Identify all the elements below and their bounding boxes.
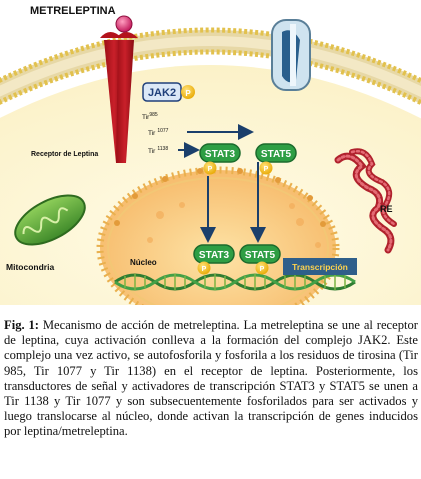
stat3-label-nucleus: STAT3 (199, 250, 230, 261)
metreleptin-ligand (115, 15, 133, 33)
jak2-phospho-label: P (185, 89, 191, 98)
mitochondria-label: Mitocondria (6, 262, 54, 272)
leptin-receptor (100, 32, 138, 163)
receptor-label: Receptor de Leptina (31, 151, 98, 158)
stat3-label-cytoplasm: STAT3 (205, 149, 236, 160)
stat3-phospho-nucleus: P (202, 266, 207, 273)
tir985-label: Tir985 (142, 112, 158, 121)
caption-lead: Fig. 1: (4, 318, 39, 332)
stat3-cytoplasm (199, 143, 241, 175)
metreleptina-label: METRELEPTINA (30, 5, 116, 17)
stat5-label-cytoplasm: STAT5 (261, 149, 292, 160)
mitochondria (14, 194, 86, 246)
jak2-complex (142, 82, 195, 102)
stat3-nucleus (193, 244, 235, 275)
nucleus (100, 170, 336, 305)
stat5-phospho-cytoplasm: P (264, 166, 269, 173)
stat5-cytoplasm (255, 143, 297, 175)
figure-caption: Fig. 1: Mecanismo de acción de metrelept… (4, 318, 418, 440)
stat5-phospho-nucleus: P (260, 266, 265, 273)
endoplasmic-reticulum (334, 148, 397, 254)
membrane-channel (271, 19, 311, 91)
caption-text: Mecanismo de acción de metreleptina. La … (4, 318, 419, 439)
dna-helix (114, 273, 356, 291)
nucleus-label: Núcleo (130, 258, 157, 267)
transcription-box (283, 258, 357, 275)
stat5-nucleus (239, 244, 281, 275)
stat3-phospho-cytoplasm: P (208, 166, 213, 173)
transcription-label: Transcripción (292, 262, 348, 272)
stat5-label-nucleus: STAT5 (245, 250, 276, 261)
jak2-label: JAK2 (148, 87, 176, 99)
nuclear-pores (114, 168, 326, 227)
er-label: RE (380, 204, 393, 214)
